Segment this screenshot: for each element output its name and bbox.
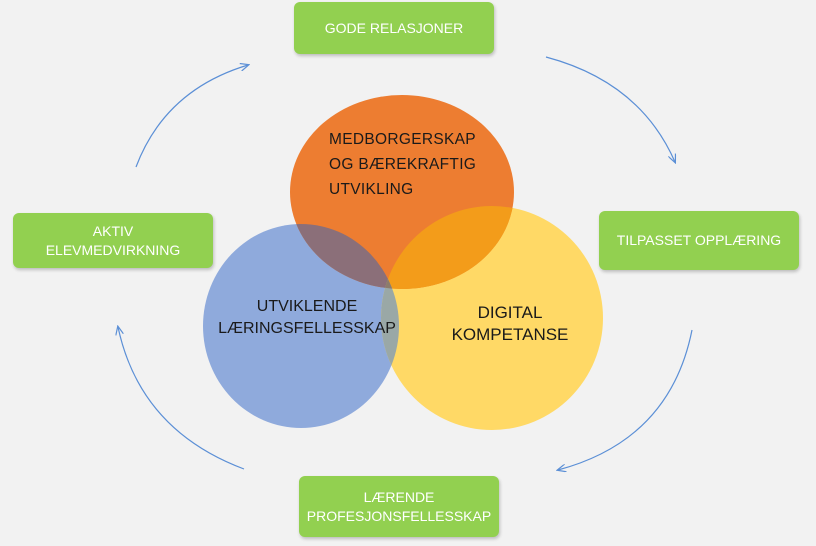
- circle-blue-line-1: UTVIKLENDE: [256, 298, 358, 315]
- box-tilpasset-opplaering: TILPASSET OPPLÆRING: [599, 211, 799, 270]
- circle-yellow-line-1: DIGITAL: [477, 303, 543, 322]
- box-aktiv-elevmedvirkning: AKTIV ELEVMEDVIRKNING: [13, 213, 213, 268]
- circle-orange-line-2: OG BÆREKRAFTIG: [329, 155, 477, 173]
- box-laerende-profesjonsfellesskap: LÆRENDE PROFESJONSFELLESSKAP: [299, 476, 499, 537]
- arrow-top-to-right: [545, 56, 675, 162]
- box-top-line-1: GODE RELASJONER: [324, 19, 464, 36]
- box-gode-relasjoner: GODE RELASJONER: [294, 2, 494, 54]
- box-bottom-line-1: LÆRENDE: [363, 488, 435, 505]
- circle-yellow-line-2: KOMPETANSE: [451, 325, 569, 345]
- circle-blue-line-2: LÆRINGSFELLESSKAP: [218, 320, 396, 338]
- circle-blue-label: UTVIKLENDE LÆRINGSFELLESSKAP: [218, 296, 396, 341]
- arrow-right-to-bottom: [558, 329, 693, 470]
- arrow-left-to-top: [135, 65, 248, 168]
- box-left-line-1: AKTIV: [92, 222, 134, 239]
- arrow-bottom-to-left: [118, 327, 245, 470]
- circle-orange-line-1: MEDBORGERSKAP: [329, 131, 476, 148]
- overlap-orange-blue: [290, 224, 399, 289]
- box-bottom-line-2: PROFESJONSFELLESSKAP: [306, 507, 492, 524]
- circle-yellow-label: DIGITAL KOMPETANSE: [440, 302, 580, 346]
- box-right-line-1: TILPASSET OPPLÆRING: [616, 232, 782, 249]
- circle-orange-line-3: UTVIKLING: [329, 180, 414, 198]
- box-left-line-2: ELEVMEDVIRKNING: [45, 241, 181, 258]
- circle-orange-label: MEDBORGERSKAP OG BÆREKRAFTIG UTVIKLING: [329, 128, 476, 202]
- overlap-orange-yellow: [381, 206, 514, 289]
